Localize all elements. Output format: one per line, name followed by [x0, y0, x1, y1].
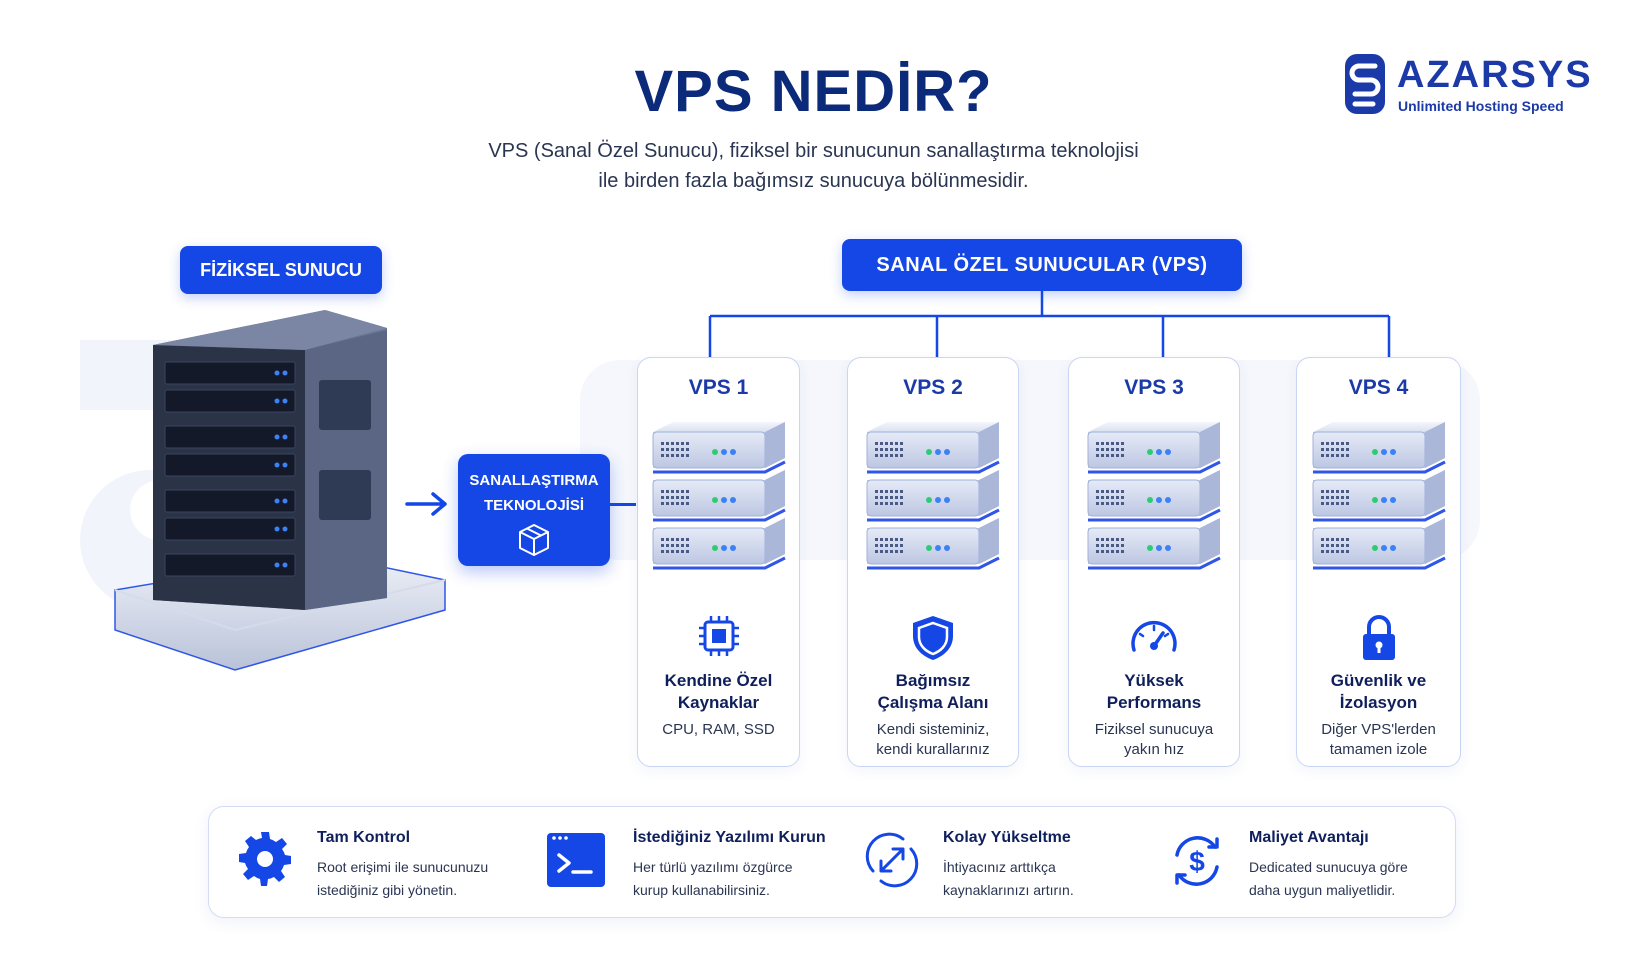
desc-line-2: istediğiniz gibi yönetin.	[317, 882, 458, 898]
feature-line-2: Kaynaklar	[677, 693, 760, 712]
benefit-desc: Her türlü yazılımı özgürce kurup kullana…	[633, 856, 793, 902]
page-subtitle: VPS (Sanal Özel Sunucu), fiziksel bir su…	[0, 136, 1627, 196]
vps-card-3: VPS 3 Yüksek Performans Fiziksel sunucuy…	[1068, 357, 1240, 767]
logo-name: AZARSYS	[1397, 54, 1593, 96]
vps-feature-desc: Fiziksel sunucuya yakın hız	[1069, 720, 1239, 760]
vps-card-title: VPS 3	[1124, 376, 1184, 399]
desc-line-2: tamamen izole	[1329, 741, 1428, 758]
benefit-title: İstediğiniz Yazılımı Kurun	[633, 829, 826, 846]
vps-card-4: VPS 4 Güvenlik ve İzolasyon Diğer VPS'le…	[1296, 357, 1461, 767]
shield-icon	[913, 616, 953, 660]
vps-feature-title: Bağımsız Çalışma Alanı	[848, 670, 1018, 714]
benefit-desc: Root erişimi ile sunucunuzu istediğiniz …	[317, 856, 488, 902]
cube-icon	[519, 524, 549, 556]
vps-feature-title: Güvenlik ve İzolasyon	[1297, 670, 1460, 714]
desc-line-2: yakın hız	[1123, 741, 1185, 758]
subtitle-line-1: VPS (Sanal Özel Sunucu), fiziksel bir su…	[488, 140, 1139, 162]
svg-text:$: $	[1189, 846, 1205, 877]
virtualization-box: SANALLAŞTIRMA TEKNOLOJİSİ	[458, 454, 610, 566]
vps-card-title: VPS 2	[903, 376, 963, 399]
vps-card-1: VPS 1 Kendine Özel Kaynaklar CPU, RAM, S…	[637, 357, 800, 767]
dollar-cycle-icon: $	[1175, 836, 1219, 886]
feature-line-1: Yüksek	[1124, 671, 1184, 690]
desc-line-1: Kendi sisteminiz,	[876, 721, 990, 738]
benefit-title: Tam Kontrol	[317, 829, 411, 846]
feature-line-1: Güvenlik ve	[1330, 671, 1427, 690]
vps-feature-title: Yüksek Performans	[1069, 670, 1239, 714]
benefit-title: Maliyet Avantajı	[1249, 829, 1369, 846]
feature-line-1: Kendine Özel	[664, 671, 773, 690]
feature-line-2: İzolasyon	[1339, 693, 1418, 712]
desc-line-2: kendi kurallarınız	[876, 741, 990, 758]
desc-line-1: Diğer VPS'lerden	[1321, 721, 1436, 738]
server-stack-icon	[1084, 418, 1224, 608]
cpu-chip-icon	[698, 616, 739, 656]
desc-line-1: İhtiyacınız arttıkça	[943, 859, 1056, 875]
feature-line-2: Çalışma Alanı	[877, 693, 989, 712]
server-stack-icon	[863, 418, 1003, 608]
physical-server-label: FİZİKSEL SUNUCU	[180, 246, 382, 294]
logo-tagline: Unlimited Hosting Speed	[1398, 98, 1564, 114]
brand-logo[interactable]: AZARSYS Unlimited Hosting Speed	[1343, 50, 1591, 120]
connector-line	[610, 503, 636, 506]
desc-line-1: Root erişimi ile sunucunuzu	[317, 859, 489, 875]
desc-line-2: daha uygun maliyetlidir.	[1249, 882, 1396, 898]
logo-mark-icon	[1345, 54, 1385, 114]
desc-line-1: Dedicated sunucuya göre	[1249, 859, 1408, 875]
subtitle-line-2: ile birden fazla bağımsız sunucuya bölün…	[598, 170, 1029, 192]
vps-feature-desc: Diğer VPS'lerden tamamen izole	[1297, 720, 1460, 760]
resize-arrows-icon	[865, 832, 919, 888]
feature-line-2: Performans	[1106, 693, 1202, 712]
lock-icon	[1362, 615, 1395, 660]
server-stack-icon	[649, 418, 789, 608]
benefit-title: Kolay Yükseltme	[943, 829, 1071, 846]
benefit-desc: Dedicated sunucuya göre daha uygun maliy…	[1249, 856, 1408, 902]
arrow-right-icon	[405, 492, 447, 516]
desc-line-1: Fiziksel sunucuya	[1094, 721, 1214, 738]
desc-line-2: kurup kullanabilirsiniz.	[633, 882, 770, 898]
vps-feature-desc: Kendi sisteminiz, kendi kurallarınız	[848, 720, 1018, 760]
vps-card-title: VPS 1	[688, 376, 749, 399]
desc-line-1: Her türlü yazılımı özgürce	[633, 859, 793, 875]
terminal-icon	[547, 833, 605, 887]
vps-tree-connectors	[708, 291, 1391, 357]
feature-line-1: Bağımsız	[895, 671, 971, 690]
vps-card-2: VPS 2 Bağımsız Çalışma Alanı Kendi siste…	[847, 357, 1019, 767]
vps-group-label: SANAL ÖZEL SUNUCULAR (VPS)	[842, 239, 1242, 291]
benefit-desc: İhtiyacınız arttıkça kaynaklarınızı artı…	[943, 856, 1074, 902]
benefits-panel: Tam Kontrol Root erişimi ile sunucunuzu …	[208, 806, 1456, 918]
speedometer-icon	[1131, 620, 1177, 652]
gear-icon	[239, 832, 291, 886]
page-title: VPS NEDİR?	[634, 59, 993, 124]
vps-feature-desc: CPU, RAM, SSD	[638, 720, 799, 740]
vps-feature-title: Kendine Özel Kaynaklar	[638, 670, 799, 714]
physical-server-illustration	[114, 310, 446, 671]
server-stack-icon	[1309, 418, 1449, 608]
vps-card-title: VPS 4	[1348, 376, 1409, 399]
desc-line-1: CPU, RAM, SSD	[662, 721, 775, 738]
virtualization-line-2: TEKNOLOJİSİ	[483, 497, 584, 514]
desc-line-2: kaynaklarınızı artırın.	[943, 882, 1074, 898]
virtualization-line-1: SANALLAŞTIRMA	[469, 472, 599, 489]
